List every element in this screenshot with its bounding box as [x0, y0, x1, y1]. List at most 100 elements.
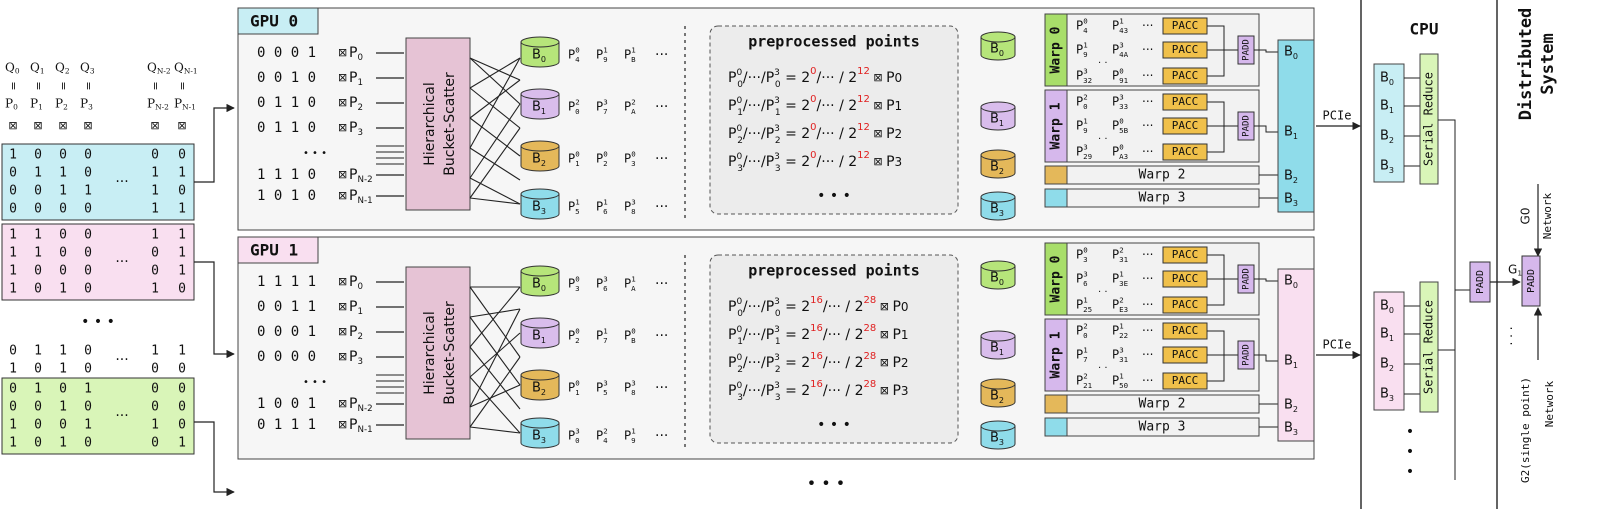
ellipsis: • • • [817, 417, 851, 433]
subscript: 4A [1119, 50, 1128, 59]
equals-symbol: = [176, 81, 189, 90]
bit-cell: 1 [59, 166, 67, 181]
scatter-line [469, 103, 521, 179]
bit-cell: 0 [59, 246, 67, 261]
ellipsis: ··· [1142, 69, 1153, 83]
bucket-body [520, 146, 560, 172]
bit-cell: 0 [178, 362, 186, 377]
equation-part: /··· / 2 [817, 126, 858, 142]
bit-cell: 0 [9, 166, 17, 181]
bucket-right-3: B3 [980, 191, 1016, 221]
bucket-top [980, 420, 1016, 432]
ellipsis: ··· [655, 199, 668, 215]
bit-cell: 0 [151, 382, 159, 397]
bit-string: 1 1 1 0 [257, 167, 316, 183]
bit-cell: 0 [34, 282, 42, 297]
ellipsis: ··· [1142, 324, 1153, 338]
bit-cell: 0 [151, 264, 159, 279]
scatter-line [469, 384, 521, 408]
subscript: 1 [38, 103, 43, 112]
preprocessed-panel [709, 25, 959, 215]
gpu-panel-0: GPU 00 0 0 1⊠P00 0 1 0⊠P10 1 1 0⊠P20 1 1… [237, 7, 1361, 231]
bucket-2: B2 [520, 140, 560, 172]
bucket-top [520, 417, 560, 429]
mark-symbol: ⊠ [338, 46, 347, 59]
subscript: 0 [1083, 102, 1087, 111]
subscript: 3 [1389, 165, 1394, 174]
bucket-body [980, 426, 1016, 450]
subscript: 2 [357, 332, 363, 342]
bucket-body [520, 323, 560, 349]
bit-cell: 1 [59, 400, 67, 415]
equation-part: 2 [775, 365, 781, 375]
ellipsis: • [1406, 424, 1414, 440]
pacc-label: PACC [1172, 272, 1199, 285]
ellipsis: ··· [1142, 43, 1153, 57]
equation-part: P [892, 299, 900, 315]
equation-part: 3 [774, 68, 780, 78]
subscript: 3 [90, 67, 95, 76]
superscript: 0 [1119, 142, 1123, 151]
equation-part: = 2 [781, 98, 811, 114]
bit-cell: 1 [9, 228, 17, 243]
warp-label-box [1044, 318, 1068, 392]
subscript: 0 [999, 277, 1004, 286]
ellipsis: · · [1098, 58, 1108, 69]
gpu-title: GPU 0 [250, 12, 298, 31]
bit-cell: 1 [59, 184, 67, 199]
subscript: 7 [603, 107, 607, 116]
subscript: 0 [1293, 280, 1298, 289]
scatter-line [469, 316, 521, 386]
bucket-1: B1 [520, 317, 560, 349]
subscript: 2 [1389, 135, 1394, 144]
bit-cell: 0 [34, 202, 42, 217]
subscript: 6 [603, 284, 607, 293]
equation-part: 0 [736, 353, 742, 363]
pacc-label: PACC [1172, 374, 1199, 387]
bucket-right-1: B1 [980, 101, 1016, 131]
subscript: 0 [15, 67, 20, 76]
ellipsis: ··· [1142, 145, 1153, 159]
bucket-top [980, 191, 1016, 203]
bit-cell: 1 [178, 166, 186, 181]
subscript: 5B [1119, 126, 1128, 135]
equation-part: ⊠ [876, 356, 892, 369]
p-label: P3 [80, 97, 93, 112]
equation-part: P [886, 154, 894, 170]
equation-part: 1 [737, 337, 743, 347]
equation-part: ⊠ [870, 155, 886, 168]
bucket-scatter-box [405, 266, 471, 440]
subscript: N-2 [157, 67, 171, 76]
bucket-body [520, 94, 560, 120]
warp2-swatch [1044, 165, 1068, 185]
bit-string: 1 0 0 1 [257, 396, 316, 412]
bit-string: 1 0 1 0 [257, 188, 316, 204]
equation-part: 16 [810, 351, 823, 362]
serial-reduce-box [1419, 281, 1439, 413]
ellipsis: · · [1098, 287, 1108, 298]
preprocessed-title: preprocessed points [748, 262, 920, 280]
p-label: P0 [5, 97, 18, 112]
bit-cell: 1 [34, 382, 42, 397]
bit-cell: 0 [9, 202, 17, 217]
subscript: 33 [1119, 102, 1128, 111]
bucket-top [980, 149, 1016, 161]
superscript: 0 [1119, 116, 1123, 125]
equation-part: 3 [895, 155, 903, 169]
subscript: 21 [1083, 381, 1092, 390]
bit-cell: 0 [59, 228, 67, 243]
equation-part: 28 [864, 351, 877, 362]
pacc-line [1207, 49, 1238, 77]
reduce-line [1438, 289, 1470, 351]
superscript: 0 [575, 378, 579, 387]
bit-cell: 1 [151, 184, 159, 199]
bucket-top [520, 36, 560, 48]
bit-cell: 0 [84, 282, 92, 297]
subscript: 9 [631, 436, 635, 445]
superscript: 1 [1119, 269, 1123, 278]
